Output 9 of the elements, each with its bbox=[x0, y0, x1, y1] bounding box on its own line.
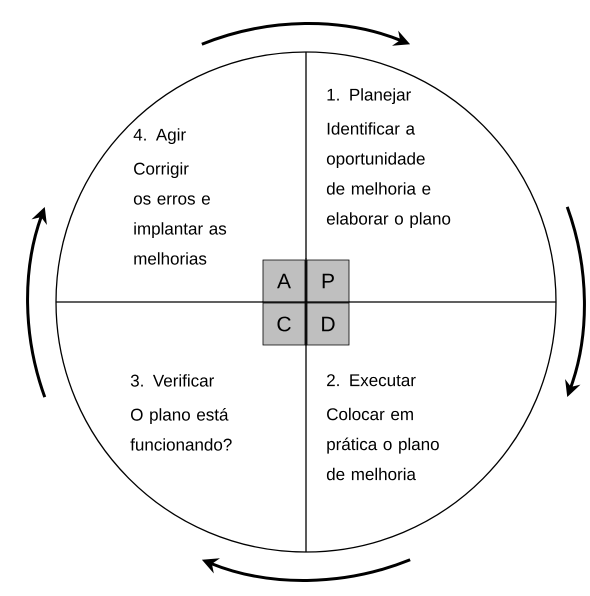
quadrant-text: 4. Agir Corrigir os erros e implantar as melhorias bbox=[134, 128, 226, 265]
cycle-circle bbox=[55, 51, 557, 553]
quadrant-text: 3. Verificar O plano está funcionando? bbox=[130, 374, 232, 451]
quadrant-text: 2. Executar Colocar em prática o plano de melhoria bbox=[326, 374, 439, 480]
quadrant-text: 1. Planejar Identificar a oportunidade de melhoria e elaborar o plano bbox=[326, 88, 450, 228]
letter-box: C bbox=[262, 302, 306, 346]
letter-box: P bbox=[306, 260, 350, 302]
letter-box: A bbox=[262, 260, 306, 302]
letter-box: D bbox=[306, 302, 350, 346]
